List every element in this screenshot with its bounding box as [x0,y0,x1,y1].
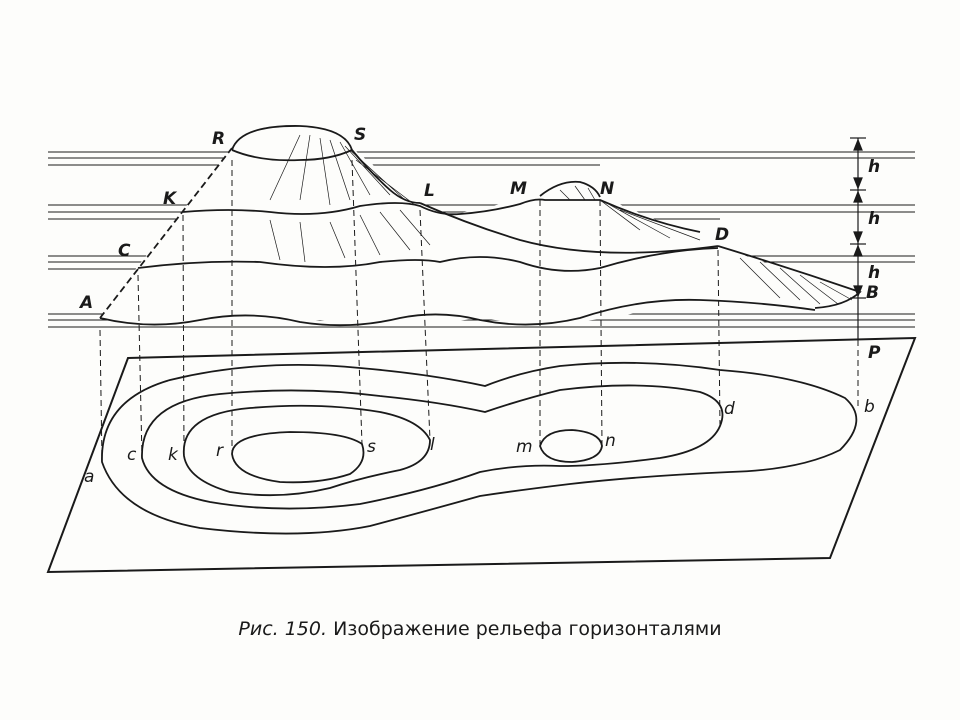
projection-lines [99,159,859,463]
label-point-m: m [516,437,533,457]
height-dimension [850,137,866,340]
label-point-s: s [367,437,376,457]
proj-a [99,329,103,463]
hatch [269,209,431,263]
summit-rs [231,125,353,151]
slope-db [717,245,862,309]
label-plane-P: P [868,343,881,363]
arrow-head [853,231,863,244]
figure-caption: Рис. 150. Изображение рельефа горизонтал… [0,618,960,640]
label-point-k: k [168,445,179,465]
contour-level-a [99,298,816,327]
proj-k [182,214,185,457]
label-point-N: N [600,179,614,199]
arrow-head [853,138,863,151]
arrow-head [853,285,863,298]
label-point-C: C [118,241,131,261]
label-point-R: R [212,129,225,149]
contour-level-k [182,198,701,233]
relief-diagram: h h h R S K L M N C D A B P r s k l m n … [46,125,917,574]
label-point-b: b [864,397,875,417]
label-point-r: r [216,441,224,461]
label-point-L: L [424,181,435,201]
hatch [559,185,701,241]
caption-prefix: Рис. 150. [238,618,328,640]
arrow-head [853,190,863,203]
label-point-c: c [127,445,137,465]
label-point-S: S [354,125,366,145]
peak-mn [539,180,601,198]
proj-s [351,159,363,445]
dashed-slope-left [99,147,233,319]
projection-plane [46,336,917,574]
label-point-l: l [430,435,435,455]
label-point-a: a [84,467,94,487]
proj-c [137,274,143,459]
hill-body [100,133,860,326]
label-point-M: M [510,179,527,199]
label-point-B: B [866,283,879,303]
hatch [269,134,416,206]
summit-base [231,149,353,162]
ridge-ld [419,202,719,254]
proj-l [419,209,431,441]
label-point-d: d [724,399,735,419]
contour-k [182,404,431,497]
contour-a [101,361,858,535]
contour-r [231,431,365,484]
slope-hatching [269,134,853,305]
label-h: h [868,209,880,229]
proj-n [599,199,603,447]
hatch [739,257,853,305]
label-point-D: D [715,225,729,245]
arrow-head [853,244,863,257]
contour-level-c [137,247,719,272]
label-h: h [868,157,880,177]
label-point-n: n [605,431,616,451]
contour-m [539,429,603,463]
label-point-A: A [78,293,93,313]
hill-outline [99,125,862,327]
caption-text: Изображение рельефа горизонталями [333,618,722,640]
arrow-head [853,177,863,190]
label-h: h [868,263,880,283]
label-point-K: K [163,189,178,209]
